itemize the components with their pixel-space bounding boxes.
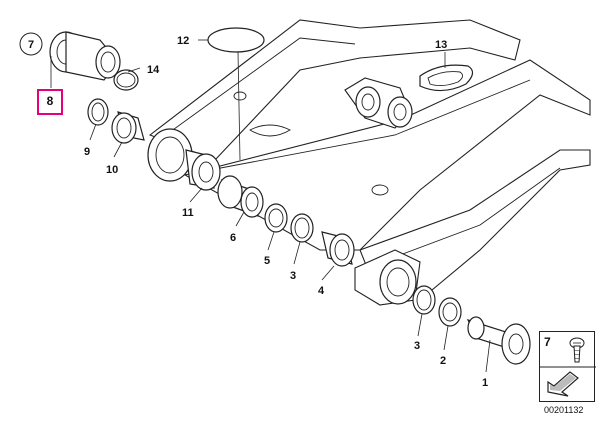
callout-7-circle bbox=[19, 32, 43, 56]
part-11-sleeve bbox=[185, 149, 221, 191]
legend-number: 7 bbox=[544, 335, 551, 349]
callout-6: 6 bbox=[230, 232, 236, 244]
callout-7: 7 bbox=[28, 39, 34, 51]
arrow-icon bbox=[547, 371, 579, 397]
part-13-grommet bbox=[419, 64, 474, 92]
part-5-washer bbox=[264, 203, 288, 233]
callout-4: 4 bbox=[318, 285, 325, 297]
part-2-washer bbox=[438, 297, 462, 327]
part-6-sleeve bbox=[217, 175, 264, 218]
callout-3-upper: 3 bbox=[290, 270, 296, 282]
callout-12: 12 bbox=[177, 35, 189, 47]
callout-8: 8 bbox=[46, 94, 54, 108]
legend-graphics bbox=[540, 337, 596, 397]
callout-10: 10 bbox=[106, 164, 118, 176]
screw-icon bbox=[569, 337, 585, 363]
part-3-ring-a bbox=[290, 213, 314, 243]
highlighted-callout-8: 8 bbox=[37, 89, 63, 115]
part-14-oring bbox=[113, 69, 139, 91]
callout-14: 14 bbox=[147, 64, 160, 76]
diagram-id-label: 00201132 bbox=[544, 405, 584, 415]
callout-3-lower: 3 bbox=[414, 340, 420, 352]
part-1-axle-bolt bbox=[466, 316, 531, 365]
part-4-bearing bbox=[321, 231, 355, 267]
part-9-ring bbox=[87, 98, 109, 126]
callout-13: 13 bbox=[435, 39, 447, 51]
part-7-flange-cap bbox=[49, 31, 121, 81]
callout-2: 2 bbox=[440, 355, 446, 367]
part-12-cap bbox=[207, 27, 265, 53]
swing-arm bbox=[147, 19, 591, 306]
part-3-ring-b bbox=[412, 285, 436, 315]
callout-9: 9 bbox=[84, 146, 90, 158]
callout-1: 1 bbox=[482, 377, 488, 389]
callout-5: 5 bbox=[264, 255, 270, 267]
callout-labels: 7 14 9 10 11 6 5 3 4 3 2 1 12 13 bbox=[19, 32, 488, 389]
part-10-bushing bbox=[111, 111, 145, 144]
leader-lines bbox=[50, 39, 491, 373]
legend-box: 7 bbox=[539, 331, 596, 402]
callout-11: 11 bbox=[182, 207, 194, 219]
